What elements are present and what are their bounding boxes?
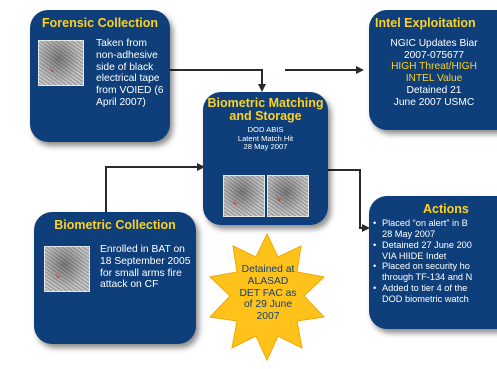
matching-sub-2: Latent Match Hit (237, 133, 294, 143)
actions-item-4: Added to tier 4 of the (373, 283, 472, 294)
biometric-collection-text: Enrolled in BAT on 18 September 2005 for… (100, 244, 191, 291)
matching-sub-1: DOD ABIS (247, 125, 284, 135)
intel-line-1: NGIC Updates Biar (390, 38, 478, 49)
biometric-collection-box: Biometric Collection ↘ Enrolled in BAT o… (34, 212, 196, 344)
starburst-shape (208, 232, 326, 362)
forensic-collection-box: Forensic Collection ↘ Taken from non-adh… (30, 10, 170, 142)
actions-item-1-cont: 28 May 2007 (382, 228, 436, 239)
intel-line-3: HIGH Threat/HIGH (391, 61, 477, 73)
actions-title: Actions (423, 202, 469, 216)
forensic-collection-text: Taken from non-adhesive side of black el… (96, 38, 164, 109)
biometric-matching-box: Biometric Matching and Storage DOD ABIS … (203, 92, 328, 225)
enrolled-print-image: ↘ (267, 175, 309, 217)
biometric-matching-title: Biometric Matching and Storage (203, 96, 328, 124)
intel-exploitation-text: NGIC Updates Biar 2007-075677 HIGH Threa… (369, 38, 497, 108)
forensic-collection-title: Forensic Collection (42, 16, 158, 30)
intel-line-2: 2007-075677 (403, 49, 465, 61)
latent-fingerprint-image: ↘ (38, 40, 84, 86)
actions-item-1: Placed “on alert” in B (373, 218, 472, 229)
biometric-collection-title: Biometric Collection (54, 218, 176, 232)
actions-item-2-cont: VIA HIIDE Indet (382, 250, 447, 261)
enrollment-fingerprint-image: ↘ (44, 246, 90, 292)
intel-line-5: Detained 21 (406, 84, 462, 96)
actions-item-2: Detained 27 June 200 (373, 240, 472, 251)
biometric-matching-title-line-1: Biometric Matching (207, 96, 324, 110)
actions-item-3: Placed on security ho (373, 261, 472, 272)
intel-exploitation-box: Intel Exploitation NGIC Updates Biar 200… (369, 10, 497, 130)
intel-line-4: INTEL Value (405, 73, 463, 85)
forensic-to-matching-arrow (170, 69, 266, 92)
detained-starburst: Detained at ALASAD DET FAC as of 29 June… (207, 232, 327, 362)
biometric-matching-subtext: DOD ABIS Latent Match Hit 28 May 2007 (203, 125, 328, 151)
actions-item-4-cont: DOD biometric watch (382, 294, 469, 305)
latent-print-image: ↘ (223, 175, 265, 217)
matching-sub-3: 28 May 2007 (243, 141, 288, 151)
intel-line-6: June 2007 USMC (393, 96, 475, 108)
actions-list: Placed “on alert” in B 28 May 2007 Detai… (373, 218, 472, 305)
matching-to-actions-arrow (325, 169, 370, 232)
actions-box: Actions Placed “on alert” in B 28 May 20… (369, 196, 497, 329)
intel-exploitation-title: Intel Exploitation (375, 16, 476, 30)
actions-item-3-cont: through TF-134 and N (382, 272, 473, 283)
biometric-matching-title-line-2: and Storage (229, 109, 302, 124)
collection-to-matching-arrow (105, 163, 205, 215)
detained-text: Detained at ALASAD DET FAC as of 29 June… (239, 264, 297, 323)
